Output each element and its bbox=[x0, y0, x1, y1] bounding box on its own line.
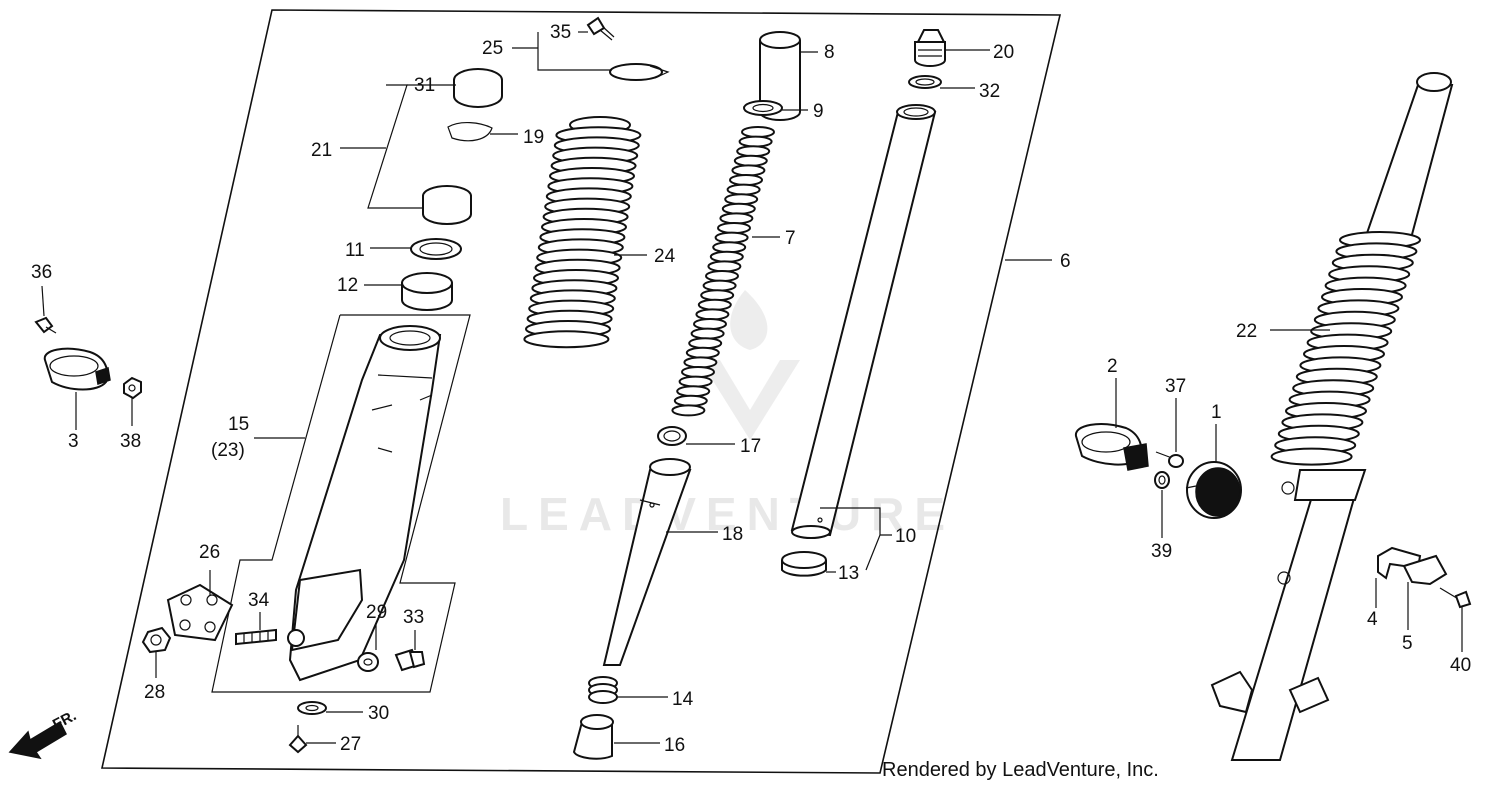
part-label-25: 25 bbox=[482, 38, 503, 59]
back-up-ring-11 bbox=[410, 238, 462, 260]
part-label-30: 30 bbox=[368, 703, 389, 724]
part-label-1: 1 bbox=[1211, 402, 1222, 423]
set-ring-19 bbox=[447, 122, 493, 142]
part-label-10: 10 bbox=[895, 526, 916, 547]
render-credit: Rendered by LeadVenture, Inc. bbox=[882, 759, 1159, 781]
bolt-36 bbox=[34, 316, 57, 334]
assembly-frame bbox=[101, 9, 1062, 774]
part-label-21: 21 bbox=[311, 140, 332, 161]
slider-subframe bbox=[211, 314, 471, 693]
bolt-37 bbox=[1155, 451, 1184, 468]
clamp-2 bbox=[1074, 423, 1149, 471]
part-label-35: 35 bbox=[550, 22, 571, 43]
nut-38 bbox=[123, 376, 142, 400]
reflector-1 bbox=[1185, 461, 1242, 519]
fork-spring-7 bbox=[671, 126, 775, 417]
bolt-33 bbox=[394, 648, 426, 672]
fork-boot-24 bbox=[523, 116, 642, 349]
piston-ring-17 bbox=[657, 426, 687, 446]
part-label-31: 31 bbox=[414, 75, 435, 96]
part-label-2: 2 bbox=[1107, 356, 1118, 377]
part-label-3: 3 bbox=[68, 431, 79, 452]
part-label-39: 39 bbox=[1151, 541, 1172, 562]
fork-pipe-10 bbox=[790, 104, 937, 539]
washer-29 bbox=[357, 652, 379, 672]
oil-seal-31 bbox=[453, 68, 503, 108]
stud-bolt-34 bbox=[235, 628, 277, 646]
washer-39 bbox=[1154, 471, 1170, 489]
part-label-26: 26 bbox=[199, 542, 220, 563]
nut-28 bbox=[141, 626, 172, 654]
clamp-3 bbox=[43, 347, 111, 391]
fork-assembly-22 bbox=[1210, 72, 1454, 761]
fork-bolt-20 bbox=[914, 29, 946, 67]
bushing-21 bbox=[422, 185, 472, 225]
part-label-4: 4 bbox=[1367, 609, 1378, 630]
part-label-27: 27 bbox=[340, 734, 361, 755]
bolt-35 bbox=[586, 16, 615, 41]
bracket-5 bbox=[1402, 554, 1448, 586]
axle-holder-26 bbox=[166, 583, 234, 642]
rebound-spring-14 bbox=[588, 676, 618, 704]
slider-bushing-13 bbox=[781, 551, 827, 577]
part-label-32: 32 bbox=[979, 81, 1000, 102]
part-label-14: 14 bbox=[672, 689, 694, 710]
part-label-5: 5 bbox=[1402, 633, 1413, 654]
washer-30 bbox=[297, 701, 327, 715]
part-label-17: 17 bbox=[740, 436, 761, 457]
part-label-16: 16 bbox=[664, 735, 685, 756]
part-label-40: 40 bbox=[1450, 655, 1471, 676]
front-direction-arrow: FR. bbox=[8, 707, 79, 760]
oil-lock-piece-16 bbox=[572, 714, 614, 760]
fork-piston-18 bbox=[602, 458, 692, 666]
spring-seat-9 bbox=[743, 100, 783, 116]
part-label-22: 22 bbox=[1236, 321, 1257, 342]
part-label-36: 36 bbox=[31, 262, 52, 283]
part-label-15: 15 bbox=[228, 414, 249, 435]
part-label-19: 19 bbox=[523, 127, 544, 148]
part-label-8: 8 bbox=[824, 42, 835, 63]
part-label-20: 20 bbox=[993, 42, 1014, 63]
part-label-37: 37 bbox=[1165, 376, 1186, 397]
part-label-7: 7 bbox=[785, 228, 796, 249]
bolt-27 bbox=[288, 725, 308, 754]
watermark: LEADVENTURE bbox=[500, 290, 955, 540]
part-label-38: 38 bbox=[120, 431, 141, 452]
part-label-34: 34 bbox=[248, 590, 270, 611]
part-label-13: 13 bbox=[838, 563, 859, 584]
part-label-18: 18 bbox=[722, 524, 743, 545]
bolt-40 bbox=[1439, 587, 1472, 609]
watermark-text: LEADVENTURE bbox=[500, 488, 955, 540]
o-ring-32 bbox=[908, 75, 942, 89]
part-label-33: 33 bbox=[403, 607, 424, 628]
part-label-12: 12 bbox=[337, 275, 358, 296]
guide-bushing-12 bbox=[401, 272, 453, 311]
part-label-23: (23) bbox=[211, 440, 245, 461]
part-label-24: 24 bbox=[654, 246, 676, 267]
part-label-29: 29 bbox=[366, 602, 387, 623]
fork-slider-15 bbox=[287, 325, 442, 682]
part-label-28: 28 bbox=[144, 682, 165, 703]
part-label-9: 9 bbox=[813, 101, 824, 122]
part-label-11: 11 bbox=[345, 240, 365, 261]
leader-lines bbox=[41, 31, 1463, 744]
boot-band-25 bbox=[609, 63, 670, 81]
part-label-6: 6 bbox=[1060, 251, 1071, 272]
